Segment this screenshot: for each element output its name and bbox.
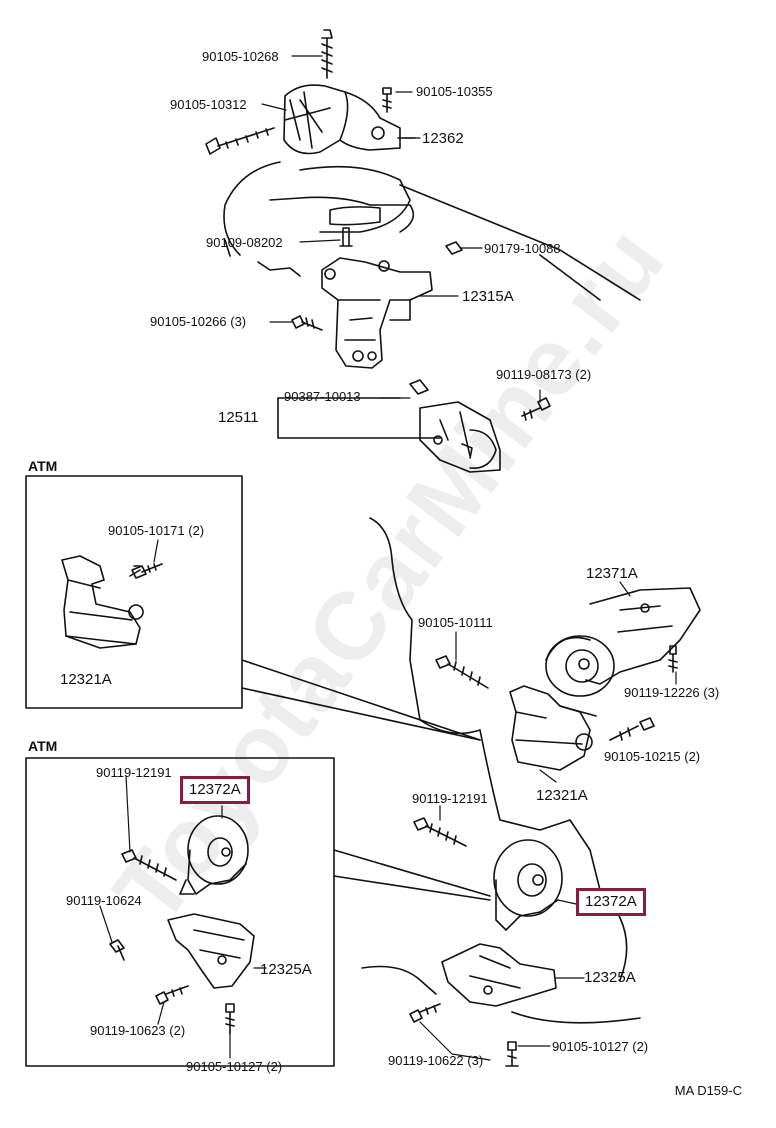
part-label-90105-10215[interactable]: 90105-10215 (2) [604, 749, 701, 764]
part-label-90105-10171[interactable]: 90105-10171 (2) [108, 523, 205, 538]
engine-outline-lower [361, 965, 437, 995]
bracket-12325A-drawing [441, 943, 557, 1007]
mount-12321A-drawing [509, 685, 597, 771]
bolt-90105-10215-drawing [609, 717, 655, 741]
part-label-12321A-atm[interactable]: 12321A [60, 671, 112, 688]
part-label-12325A-atm[interactable]: 12325A [260, 961, 312, 978]
bracket-12315A-drawing [321, 257, 433, 369]
part-label-90119-10623[interactable]: 90119-10623 (2) [90, 1023, 186, 1038]
bracket-12325A-box-drawing [167, 913, 255, 989]
stud-90109-08202-drawing [339, 227, 353, 247]
bolt-90119-12191-drawing [413, 817, 467, 847]
part-label-90105-10127-atm[interactable]: 90105-10127 (2) [186, 1059, 283, 1074]
part-label-90105-10266[interactable]: 90105-10266 (3) [150, 314, 247, 329]
bolt-90105-10111-drawing [435, 655, 489, 689]
diagram-code: MA D159-C [674, 1083, 742, 1098]
part-label-90119-10622[interactable]: 90119-10622 (3) [388, 1053, 484, 1068]
part-label-90105-10355[interactable]: 90105-10355 [416, 84, 493, 99]
atm-heading-top: ATM [28, 458, 58, 474]
atm-box-top-frame [25, 475, 243, 709]
leader-line-top-box [241, 659, 481, 741]
atm-box-bottom-frame [25, 757, 335, 1067]
bolt-90119-10624-drawing [109, 939, 125, 961]
part-label-12371A[interactable]: 12371A [586, 565, 638, 582]
bolt-90119-12226-drawing [668, 645, 678, 673]
part-label-90387-10013[interactable]: 90387-10013 [284, 389, 361, 404]
part-label-12511[interactable]: 12511 [218, 409, 259, 426]
part-label-12372A-highlighted[interactable]: 12372A [576, 888, 646, 916]
part-label-90179-10088[interactable]: 90179-10088 [484, 241, 561, 256]
top-mount-12362-drawing [205, 29, 416, 155]
engine-outline-upper [223, 161, 641, 301]
bolt-90105-10171-drawing [131, 563, 163, 579]
part-label-90119-10624[interactable]: 90119-10624 [66, 893, 142, 908]
part-label-12315A[interactable]: 12315A [462, 288, 514, 305]
bolt-90119-08173-drawing [521, 397, 551, 421]
mount-12371A-drawing [545, 587, 701, 697]
atm-heading-bottom: ATM [28, 738, 58, 754]
bolt-90119-10623-box-drawing [155, 985, 189, 1005]
part-label-12372A-atm-highlighted[interactable]: 12372A [180, 776, 250, 804]
bolt-90105-10127-box-drawing [225, 1003, 235, 1035]
leader-line-bottom-box [333, 849, 491, 897]
mount-12321A-box-drawing [61, 555, 144, 649]
bolt-90105-10127-drawing [505, 1041, 519, 1067]
bolt-90105-10266-drawing [291, 315, 323, 331]
bolt-90119-12191-box-drawing [121, 849, 177, 881]
part-label-90119-12226[interactable]: 90119-12226 (3) [624, 685, 720, 700]
part-label-90119-12191[interactable]: 90119-12191 [412, 791, 488, 806]
part-label-12362[interactable]: 12362 [422, 130, 464, 147]
engine-outline-middle [369, 517, 601, 891]
mount-12372A-box-drawing [179, 815, 249, 895]
bolt-90119-10622-drawing [409, 1003, 441, 1023]
part-label-90119-12191-atm[interactable]: 90119-12191 [96, 765, 172, 780]
nut-90179-10088-drawing [445, 241, 463, 255]
part-label-90105-10127[interactable]: 90105-10127 (2) [552, 1039, 649, 1054]
leader-lines [99, 55, 677, 1061]
part-label-12321A[interactable]: 12321A [536, 787, 588, 804]
part-label-12325A[interactable]: 12325A [584, 969, 636, 986]
part-label-90105-10268[interactable]: 90105-10268 [202, 49, 279, 64]
part-label-90105-10312[interactable]: 90105-10312 [170, 97, 247, 112]
mount-12372A-drawing [493, 839, 563, 931]
part-label-90105-10111[interactable]: 90105-10111 [418, 615, 493, 630]
part-label-90119-08173[interactable]: 90119-08173 (2) [496, 367, 592, 382]
part-label-90109-08202[interactable]: 90109-08202 [206, 235, 283, 250]
